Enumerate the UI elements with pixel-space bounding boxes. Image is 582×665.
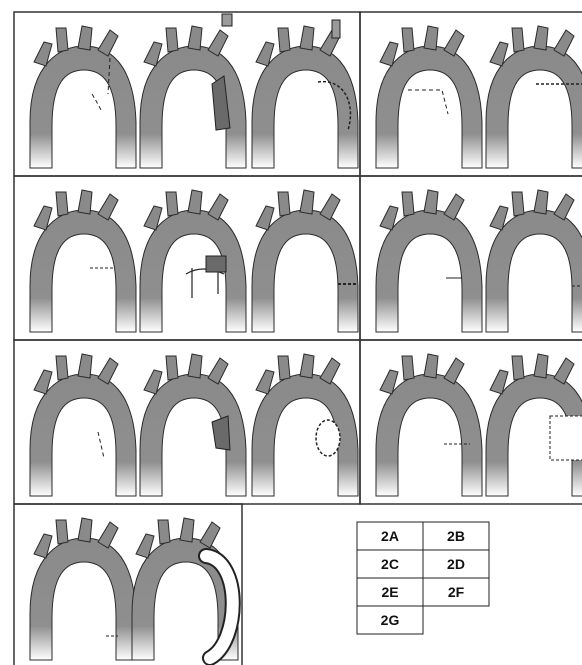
legend-label: 2D [447, 556, 465, 572]
legend-label: 2C [381, 556, 399, 572]
panel-2g [30, 518, 238, 660]
legend-label: 2E [381, 584, 398, 600]
legend-label: 2G [381, 612, 400, 628]
panel-2d [376, 190, 582, 332]
panel-2f [376, 354, 582, 496]
legend-label: 2F [448, 584, 465, 600]
panel-2e [30, 354, 358, 496]
panel-2c [30, 190, 358, 332]
legend-label: 2B [447, 528, 465, 544]
panel-2a [30, 14, 358, 168]
legend-label: 2A [381, 528, 399, 544]
panel-legend: 2A 2B 2C 2D 2E 2F 2G [357, 522, 489, 634]
panel-2b [376, 26, 582, 168]
